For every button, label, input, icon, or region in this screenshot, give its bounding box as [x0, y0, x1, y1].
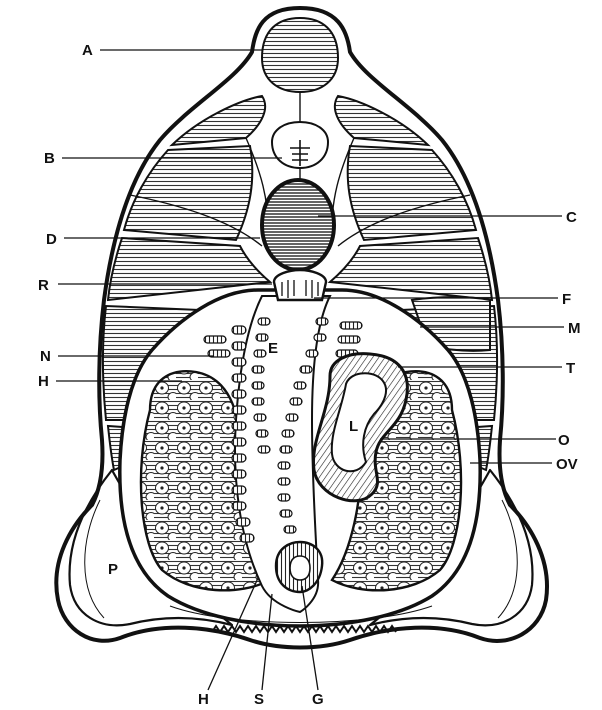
label-o: O	[558, 432, 570, 449]
label-n: N	[40, 348, 51, 365]
label-a: A	[82, 42, 93, 59]
label-e: E	[268, 340, 278, 357]
endostyle	[276, 542, 322, 592]
neural-tube	[272, 122, 328, 168]
label-l: L	[349, 418, 358, 435]
label-d: D	[46, 231, 57, 248]
label-p: P	[108, 561, 118, 578]
label-m: M	[568, 320, 581, 337]
label-h-bottom: H	[198, 691, 209, 708]
label-r: R	[38, 277, 49, 294]
label-f: F	[562, 291, 571, 308]
label-g: G	[312, 691, 324, 708]
epipharyngeal-groove	[274, 270, 326, 300]
label-s: S	[254, 691, 264, 708]
label-b: B	[44, 150, 55, 167]
notochord	[262, 180, 334, 270]
label-h-left: H	[38, 373, 49, 390]
dorsal-fin-ray	[262, 18, 338, 92]
label-c: C	[566, 209, 577, 226]
label-t: T	[566, 360, 575, 377]
label-ov: OV	[556, 456, 578, 473]
